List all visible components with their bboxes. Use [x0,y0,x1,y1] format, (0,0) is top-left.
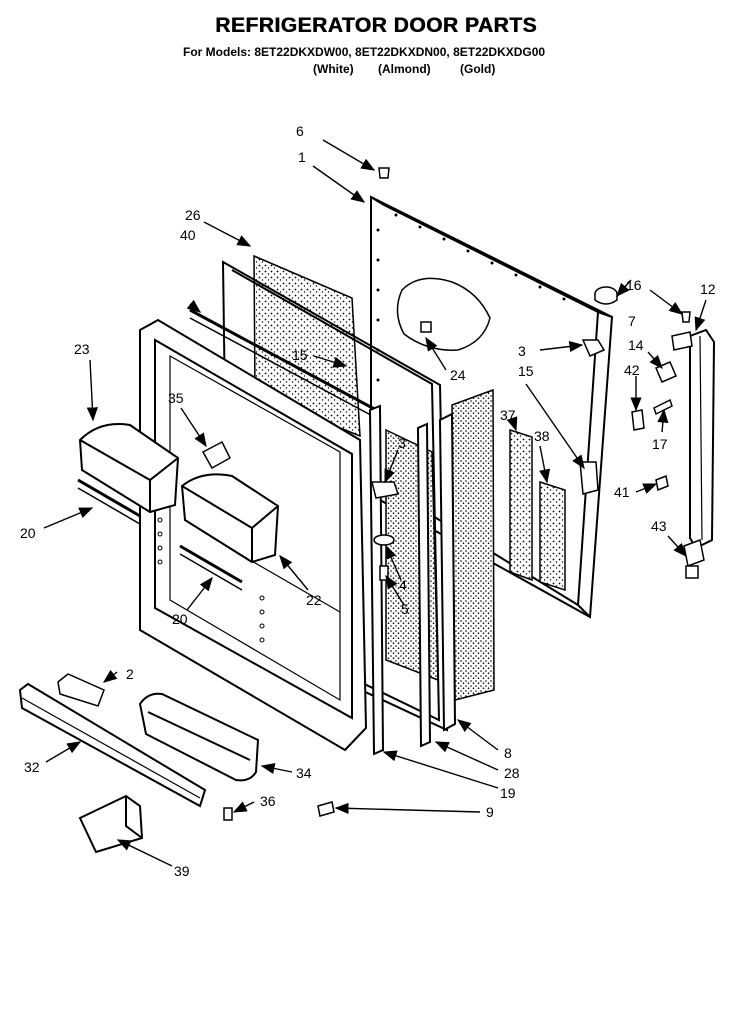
callout-34: 34 [296,765,312,781]
callout-12: 12 [700,281,716,297]
callout-41: 41 [614,484,630,500]
panel-39 [78,794,144,854]
callout-5: 5 [401,601,409,617]
callout-14: 14 [628,337,644,353]
callout-1: 1 [298,149,306,165]
callout-20a: 20 [20,525,36,541]
callout-24: 24 [450,367,466,383]
screw-9 [317,801,335,817]
callout-19: 19 [500,785,516,801]
tray-34 [138,692,260,782]
callout-43: 43 [651,518,667,534]
callout-22: 22 [306,592,322,608]
screw-24 [420,321,432,333]
cap-2 [57,673,105,707]
end-cap-43 [683,538,705,568]
callout-28: 28 [504,765,520,781]
retainer-35 [201,440,231,470]
callout-15a: 15 [292,347,308,363]
callout-7: 7 [628,313,636,329]
handle-12 [689,328,716,550]
callout-6: 6 [296,123,304,139]
screw-6 [378,167,390,179]
door-bin-22 [179,473,280,591]
color-gold-label: (Gold) [460,62,496,76]
pad-37 [509,428,533,582]
callout-40: 40 [180,227,196,243]
bottom-trim-32 [18,682,207,808]
color-white-label: (White) [313,62,354,76]
bracket-15-right [579,461,599,495]
color-almond-label: (Almond) [378,62,431,76]
screw-17 [653,398,673,416]
part-41 [655,474,669,492]
diagram-title: REFRIGERATOR DOOR PARTS [215,14,537,37]
insulation-right [451,388,495,701]
callout-17: 17 [652,436,668,452]
bracket-3-right [581,339,606,357]
callout-4: 4 [399,577,407,593]
callout-39: 39 [174,863,190,879]
callout-9: 9 [486,804,494,820]
callout-37: 37 [500,407,516,423]
callout-3a: 3 [398,435,406,451]
washer-4 [373,534,395,546]
screw-5 [379,565,389,581]
end-cap-43b [685,565,699,579]
screw-16 [681,311,691,323]
clip-42 [631,409,645,431]
leader-lines [43,139,707,867]
bracket-14b [671,331,693,351]
callout-38: 38 [534,428,550,444]
callout-3b: 3 [518,343,526,359]
callout-8: 8 [504,745,512,761]
callout-20b: 20 [172,611,188,627]
door-gasket-strips [368,404,457,756]
insulation-sheet-26 [253,254,361,438]
callout-labels: 6 1 26 40 23 35 15 3 4 5 24 3 15 37 38 7… [20,123,716,879]
clip-36 [223,807,233,821]
pad-38 [539,480,566,592]
callout-36: 36 [260,793,276,809]
models-line: For Models: 8ET22DKXDW00, 8ET22DKXDN00, … [183,45,546,59]
callout-15b: 15 [518,363,534,379]
callout-2: 2 [126,666,134,682]
callout-32: 32 [24,759,40,775]
callout-26: 26 [185,207,201,223]
callout-35: 35 [168,390,184,406]
callout-16: 16 [626,277,642,293]
door-bin-23 [77,423,180,525]
callout-42: 42 [624,362,640,378]
callout-23: 23 [74,341,90,357]
